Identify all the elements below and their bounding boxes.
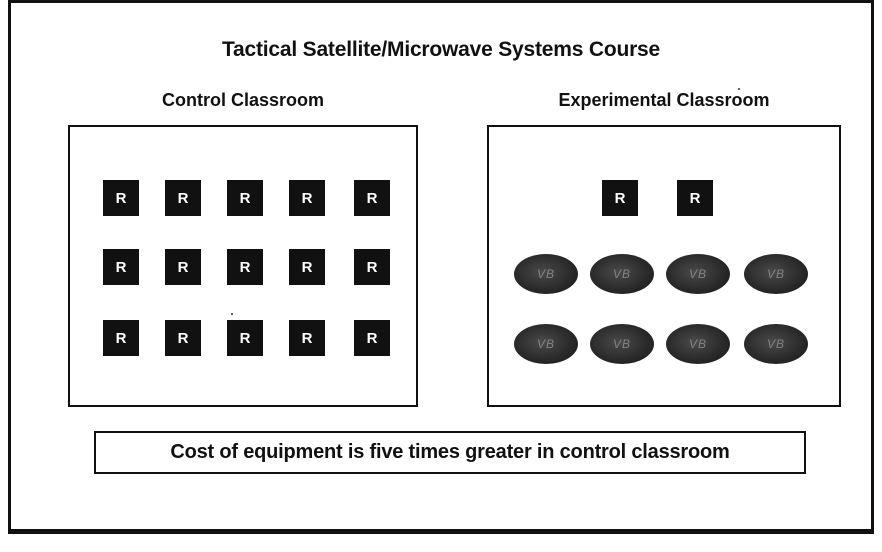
experimental-oval-station: VB <box>666 324 730 364</box>
oval-mark: VB <box>612 267 631 281</box>
control-station-r: R <box>103 249 139 285</box>
control-station-r: R <box>165 180 201 216</box>
scan-speck <box>738 88 740 90</box>
oval-mark: VB <box>536 337 555 351</box>
control-station-r: R <box>103 180 139 216</box>
control-station-r: R <box>289 249 325 285</box>
cost-note: Cost of equipment is five times greater … <box>94 431 806 474</box>
scan-speck <box>231 313 233 315</box>
experimental-classroom-label: Experimental Classroom <box>558 90 770 110</box>
experimental-oval-station: VB <box>590 254 654 294</box>
control-station-r: R <box>354 249 390 285</box>
oval-mark: VB <box>688 267 707 281</box>
control-station-r: R <box>354 320 390 356</box>
oval-mark: VB <box>766 337 785 351</box>
experimental-oval-station: VB <box>514 254 578 294</box>
experimental-station-r: R <box>677 180 713 216</box>
control-station-r: R <box>289 320 325 356</box>
control-station-r: R <box>165 249 201 285</box>
experimental-oval-station: VB <box>744 254 808 294</box>
control-station-r: R <box>227 320 263 356</box>
oval-mark: VB <box>766 267 785 281</box>
experimental-classroom-box: R R VB VB VB VB VB VB VB VB <box>487 125 841 407</box>
control-station-r: R <box>227 180 263 216</box>
control-station-r: R <box>227 249 263 285</box>
control-classroom-label: Control Classroom <box>161 90 325 110</box>
control-station-r: R <box>165 320 201 356</box>
experimental-oval-station: VB <box>514 324 578 364</box>
oval-mark: VB <box>688 337 707 351</box>
experimental-oval-station: VB <box>666 254 730 294</box>
diagram-title: Tactical Satellite/Microwave Systems Cou… <box>221 38 661 61</box>
experimental-oval-station: VB <box>744 324 808 364</box>
control-station-r: R <box>354 180 390 216</box>
control-station-r: R <box>103 320 139 356</box>
experimental-station-r: R <box>602 180 638 216</box>
control-station-r: R <box>289 180 325 216</box>
oval-mark: VB <box>536 267 555 281</box>
experimental-oval-station: VB <box>590 324 654 364</box>
oval-mark: VB <box>612 337 631 351</box>
